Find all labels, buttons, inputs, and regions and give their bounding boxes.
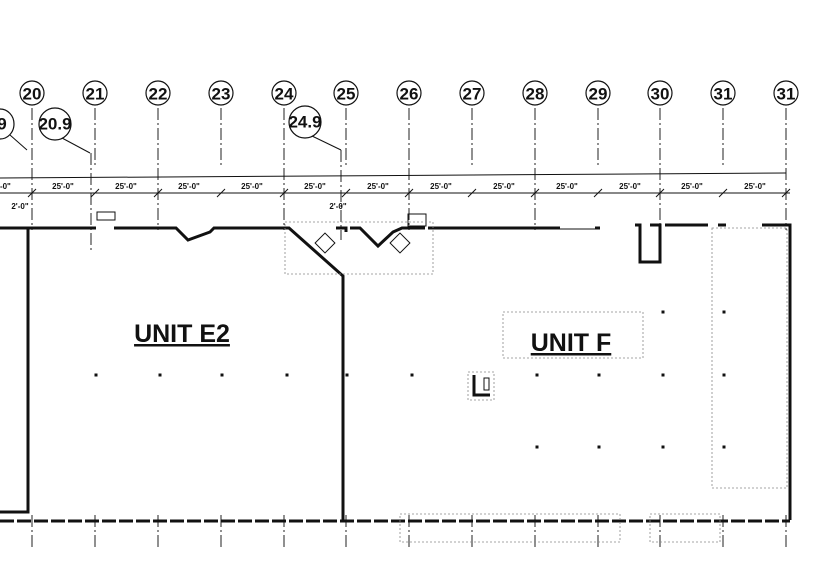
dimension-tick bbox=[530, 188, 540, 198]
bay-dimension: 25'-0" bbox=[241, 182, 263, 191]
dimension-tick bbox=[90, 188, 100, 198]
grid-label: 20.9 bbox=[38, 115, 71, 134]
column bbox=[94, 373, 98, 377]
grid-bubble: 30 bbox=[647, 80, 673, 106]
grid-label: 30 bbox=[651, 85, 670, 104]
secondary-grid-bubbles: 9 20.9 24.9 bbox=[0, 105, 342, 250]
dimension-tick bbox=[341, 188, 351, 198]
column bbox=[722, 373, 726, 377]
grid-bubble-20.9: 20.9 bbox=[38, 107, 92, 250]
column bbox=[158, 373, 162, 377]
dimension-tick bbox=[718, 188, 728, 198]
grid-bubble: 20 bbox=[19, 80, 45, 106]
grid-label: 21 bbox=[86, 85, 105, 104]
column bbox=[722, 310, 726, 314]
dimension-tick bbox=[404, 188, 414, 198]
grid-label: 25 bbox=[337, 85, 356, 104]
grid-label: 26 bbox=[400, 85, 419, 104]
grid-bubble: 25 bbox=[333, 80, 359, 106]
dimension-tick bbox=[279, 188, 289, 198]
column bbox=[661, 445, 665, 449]
grid-label: 28 bbox=[526, 85, 545, 104]
stair-icon bbox=[467, 371, 495, 401]
bay-dimension: 25'-0" bbox=[556, 182, 578, 191]
grid-label: 23 bbox=[212, 85, 231, 104]
walls bbox=[0, 211, 792, 523]
grid-label: 22 bbox=[149, 85, 168, 104]
grid-bubble: 23 bbox=[208, 80, 234, 106]
bay-dimension: 25'-0" bbox=[304, 182, 326, 191]
column bbox=[661, 373, 665, 377]
dotted-outlines bbox=[284, 221, 788, 543]
column bbox=[661, 310, 665, 314]
column bbox=[220, 373, 224, 377]
grid-bubble: 28 bbox=[522, 80, 548, 106]
grid-label: 31 bbox=[777, 85, 796, 104]
grid-label: 24.9 bbox=[288, 113, 321, 132]
dimension-tick bbox=[467, 188, 477, 198]
grid-label: 20 bbox=[23, 85, 42, 104]
grid-bubble: 24 bbox=[271, 80, 297, 106]
dimension-string: 25'-0" 25'-0" 25'-0" 25'-0" 25'-0" 25'-0" 25'-… bbox=[0, 172, 791, 211]
column bbox=[722, 445, 726, 449]
grid-label: 31 bbox=[714, 85, 733, 104]
bay-dimension: 25'-0" bbox=[681, 182, 703, 191]
columns bbox=[94, 310, 726, 449]
bay-dimension: 25'-0" bbox=[178, 182, 200, 191]
grid-label: 24 bbox=[275, 85, 294, 104]
grid-label: 27 bbox=[463, 85, 482, 104]
grid-label: 29 bbox=[589, 85, 608, 104]
grid-bubble: 22 bbox=[145, 80, 171, 106]
offset-dimension: 2'-0" bbox=[329, 202, 346, 211]
grid-bubble: 21 bbox=[82, 80, 108, 106]
unit-label-e2: UNIT E2 bbox=[134, 320, 230, 348]
bay-dimension: 25'-0" bbox=[493, 182, 515, 191]
bay-dimension: 25'-0" bbox=[430, 182, 452, 191]
column bbox=[535, 373, 539, 377]
grid-bubble: 31 bbox=[773, 80, 799, 106]
unit-label-f: UNIT F bbox=[531, 329, 612, 357]
grid-label: 9 bbox=[0, 115, 7, 134]
dimension-tick bbox=[655, 188, 665, 198]
bay-dimension: 25'-0" bbox=[115, 182, 137, 191]
column bbox=[285, 373, 289, 377]
grid-bubble: 27 bbox=[459, 80, 485, 106]
dimension-tick bbox=[781, 188, 791, 198]
column bbox=[597, 373, 601, 377]
column bbox=[410, 373, 414, 377]
dimension-tick bbox=[27, 188, 37, 198]
dimension-tick bbox=[593, 188, 603, 198]
dimension-tick bbox=[153, 188, 163, 198]
grid-bubble: 26 bbox=[396, 80, 422, 106]
bay-dimension: 25'-0" bbox=[619, 182, 641, 191]
bay-dimension: 25'-0" bbox=[52, 182, 74, 191]
grid-bubble-9: 9 bbox=[0, 108, 28, 151]
grid-bubble: 29 bbox=[585, 80, 611, 106]
column bbox=[535, 445, 539, 449]
bay-dimension: 25'-0" bbox=[744, 182, 766, 191]
grid-bubble-24.9: 24.9 bbox=[288, 105, 342, 240]
column bbox=[597, 445, 601, 449]
offset-dimension: 2'-0" bbox=[11, 202, 28, 211]
column bbox=[345, 373, 349, 377]
bay-dimension: 25'-0" bbox=[367, 182, 389, 191]
dimension-tick bbox=[216, 188, 226, 198]
grid-bubbles: 20 21 22 23 24 25 26 27 28 29 30 31 31 bbox=[19, 80, 799, 106]
grid-bubble: 31 bbox=[710, 80, 736, 106]
bay-dimension: 25'-0" bbox=[0, 182, 11, 191]
